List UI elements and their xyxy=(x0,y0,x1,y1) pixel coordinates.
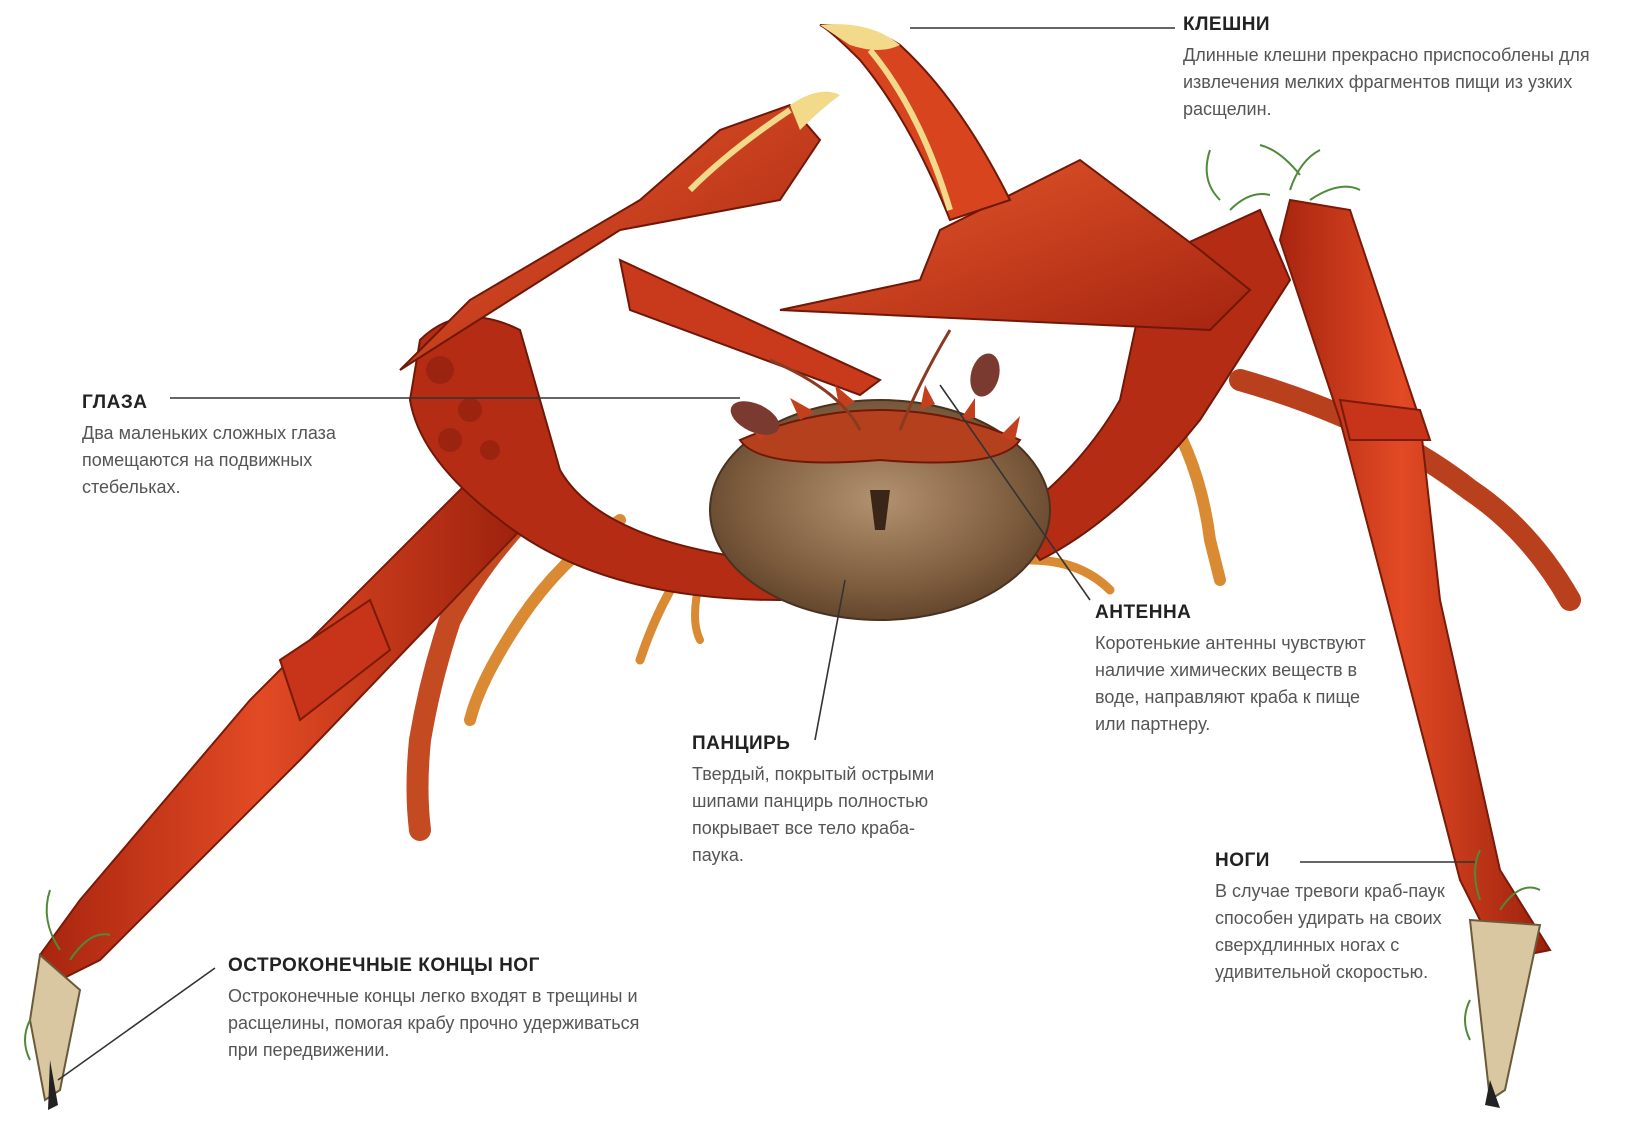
label-shell: ПАНЦИРЬ Твердый, покрытый острыми шипами… xyxy=(692,733,952,869)
label-legs-title: НОГИ xyxy=(1215,850,1445,872)
label-legs: НОГИ В случае тревоги краб-паук способен… xyxy=(1215,850,1445,986)
label-antenna: АНТЕННА Коротенькие антенны чувствуют на… xyxy=(1095,602,1385,738)
label-claws-text: Длинные клешни прекрасно приспособлены д… xyxy=(1183,42,1643,123)
label-antenna-text: Коротенькие антенны чувствуют наличие хи… xyxy=(1095,630,1385,738)
label-antenna-title: АНТЕННА xyxy=(1095,602,1385,624)
label-shell-text: Твердый, покрытый острыми шипами панцирь… xyxy=(692,761,952,869)
label-claws-title: КЛЕШНИ xyxy=(1183,14,1643,36)
label-eyes-title: ГЛАЗА xyxy=(82,392,392,414)
right-claw xyxy=(780,24,1250,330)
label-leg-tips-text: Остроконечные концы легко входят в трещи… xyxy=(228,983,668,1064)
label-eyes-text: Два маленьких сложных глаза помещаются н… xyxy=(82,420,392,501)
label-leg-tips-title: ОСТРОКОНЕЧНЫЕ КОНЦЫ НОГ xyxy=(228,955,668,977)
label-leg-tips: ОСТРОКОНЕЧНЫЕ КОНЦЫ НОГ Остроконечные ко… xyxy=(228,955,668,1064)
label-claws: КЛЕШНИ Длинные клешни прекрасно приспосо… xyxy=(1183,14,1643,123)
label-shell-title: ПАНЦИРЬ xyxy=(692,733,952,755)
label-legs-text: В случае тревоги краб-паук способен удир… xyxy=(1215,878,1445,986)
label-eyes: ГЛАЗА Два маленьких сложных глаза помеща… xyxy=(82,392,392,501)
